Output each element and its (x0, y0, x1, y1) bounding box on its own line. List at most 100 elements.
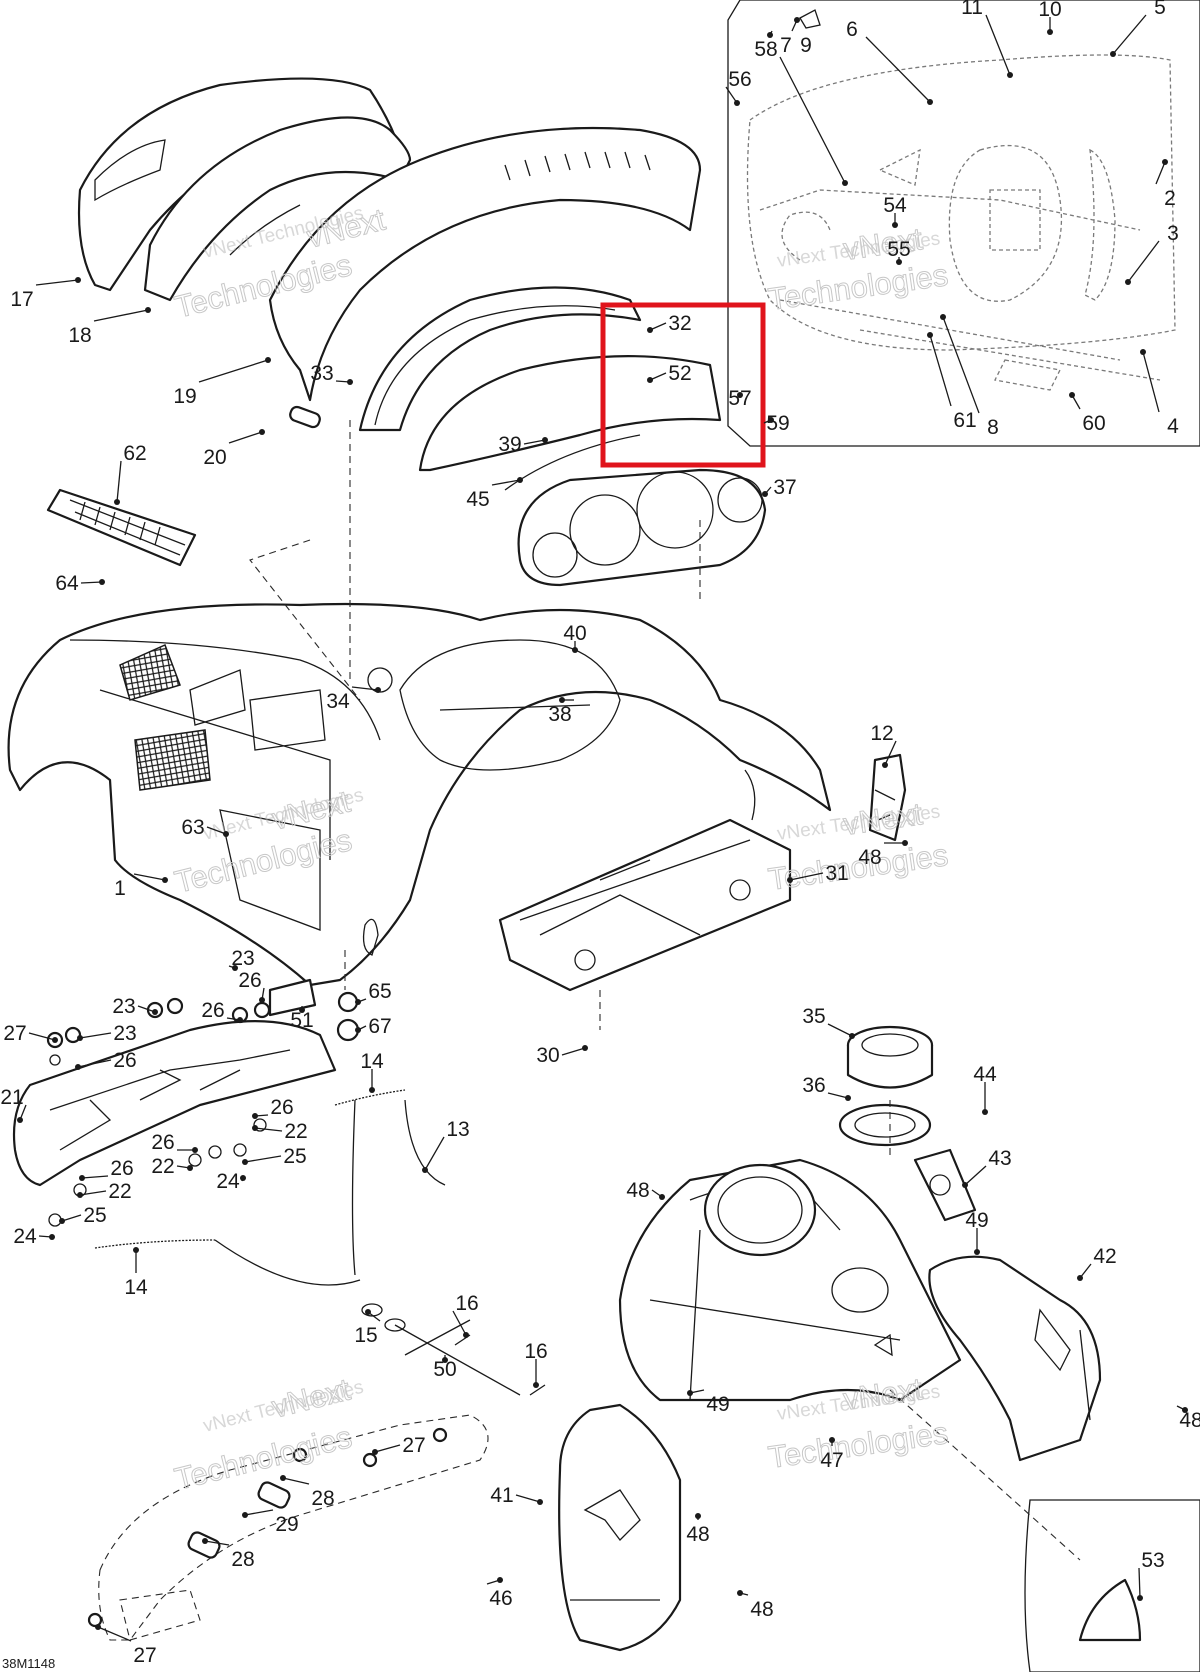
springs-and-cables (94, 1089, 546, 1396)
leader-dot (737, 392, 743, 398)
callout-label: 6 (846, 18, 858, 41)
leader-dot (232, 965, 238, 971)
leader-dot (240, 1175, 246, 1181)
leader-dot (647, 377, 653, 383)
leader-line (561, 1047, 586, 1056)
leader-dot (52, 1037, 58, 1043)
leader-dot (280, 1475, 286, 1481)
callout-label: 22 (284, 1120, 307, 1143)
leader-dot (79, 1175, 85, 1181)
callout-label: 49 (706, 1393, 729, 1416)
bracket-12 (868, 753, 907, 842)
callout-label: 58 (754, 38, 777, 61)
callout-label: 29 (275, 1513, 298, 1536)
leader-line (884, 740, 897, 766)
leader-line (198, 359, 269, 383)
leader-dot (59, 1218, 65, 1224)
leader-dot (99, 579, 105, 585)
leader-dot (355, 999, 361, 1005)
leader-line (1155, 161, 1166, 185)
callout-label: 44 (973, 1063, 997, 1086)
callout-label: 46 (489, 1587, 512, 1610)
callout-label: 23 (113, 1022, 136, 1045)
console-housing (618, 1158, 962, 1402)
fuel-cap (838, 1025, 934, 1147)
leader-line (779, 56, 846, 184)
leader-dot (940, 314, 946, 320)
callout-label: 11 (961, 0, 983, 19)
leader-dot (152, 1009, 158, 1015)
callout-label: 25 (83, 1204, 106, 1227)
callout-label: 56 (728, 68, 751, 91)
leader-dot (687, 1390, 693, 1396)
callout-label: 38 (548, 703, 571, 726)
leader-dot (192, 1147, 198, 1153)
leader-line (985, 14, 1011, 76)
callout-label: 54 (883, 194, 907, 217)
leader-dot (299, 1007, 305, 1013)
leader-line (282, 1477, 310, 1485)
side-panel-42 (928, 1255, 1102, 1462)
callout-label: 3 (1167, 222, 1179, 245)
leader-dot (767, 32, 773, 38)
callout-label: 1 (114, 877, 126, 900)
vent-grille (46, 488, 197, 567)
leader-dot (882, 762, 888, 768)
callout-label: 40 (563, 622, 586, 645)
callout-label: 27 (402, 1434, 425, 1457)
callout-label: 35 (802, 1005, 825, 1028)
leader-line (725, 86, 738, 104)
leader-dot (442, 1357, 448, 1363)
watermark-text: vNext (841, 796, 925, 842)
leader-dot (162, 877, 168, 883)
floor-panel (498, 818, 792, 992)
callout-label: 67 (368, 1015, 391, 1038)
leader-dot (902, 840, 908, 846)
leader-dot (737, 1590, 743, 1596)
leader-line (77, 1059, 112, 1068)
callout-label: 48 (626, 1179, 649, 1202)
callout-label: 24 (216, 1170, 240, 1193)
leader-dot (202, 1538, 208, 1544)
gasket-43 (913, 1148, 977, 1222)
callout-label: 16 (455, 1292, 478, 1315)
leader-dot (559, 697, 565, 703)
leader-line (61, 1214, 82, 1222)
leader-dot (1182, 1407, 1188, 1413)
callout-label: 10 (1038, 0, 1061, 21)
leader-dot (237, 1017, 243, 1023)
leader-dot (75, 1064, 81, 1070)
callout-label: 53 (1141, 1549, 1164, 1572)
leader-dot (49, 1234, 55, 1240)
leader-dot (17, 1117, 23, 1123)
callout-label: 24 (13, 1225, 37, 1248)
callout-label: 45 (466, 488, 489, 511)
main-hood (7, 602, 832, 987)
leader-dot (369, 1087, 375, 1093)
callout-label: 39 (498, 433, 521, 456)
callout-label: 60 (1082, 412, 1105, 435)
side-panel-41 (558, 1403, 682, 1652)
callout-label: 14 (360, 1050, 384, 1073)
callout-label: 47 (820, 1449, 843, 1472)
leader-line (244, 1155, 282, 1163)
leader-dot (252, 1113, 258, 1119)
leader-dot (372, 1449, 378, 1455)
callout-label: 22 (151, 1155, 174, 1178)
leader-dot (497, 1577, 503, 1583)
callout-label: 42 (1093, 1245, 1116, 1268)
leader-line (827, 1023, 853, 1037)
leader-dot (1077, 1275, 1083, 1281)
leader-line (254, 1127, 283, 1132)
leader-dot (533, 1382, 539, 1388)
leader-dot (542, 437, 548, 443)
leader-dot (892, 222, 898, 228)
leader-line (374, 1444, 401, 1453)
callout-label: 30 (536, 1044, 559, 1067)
callout-label: 49 (965, 1209, 988, 1232)
leader-dot (927, 332, 933, 338)
leader-line (827, 1092, 849, 1099)
front-bracket (12, 978, 337, 1187)
leader-dot (974, 1249, 980, 1255)
